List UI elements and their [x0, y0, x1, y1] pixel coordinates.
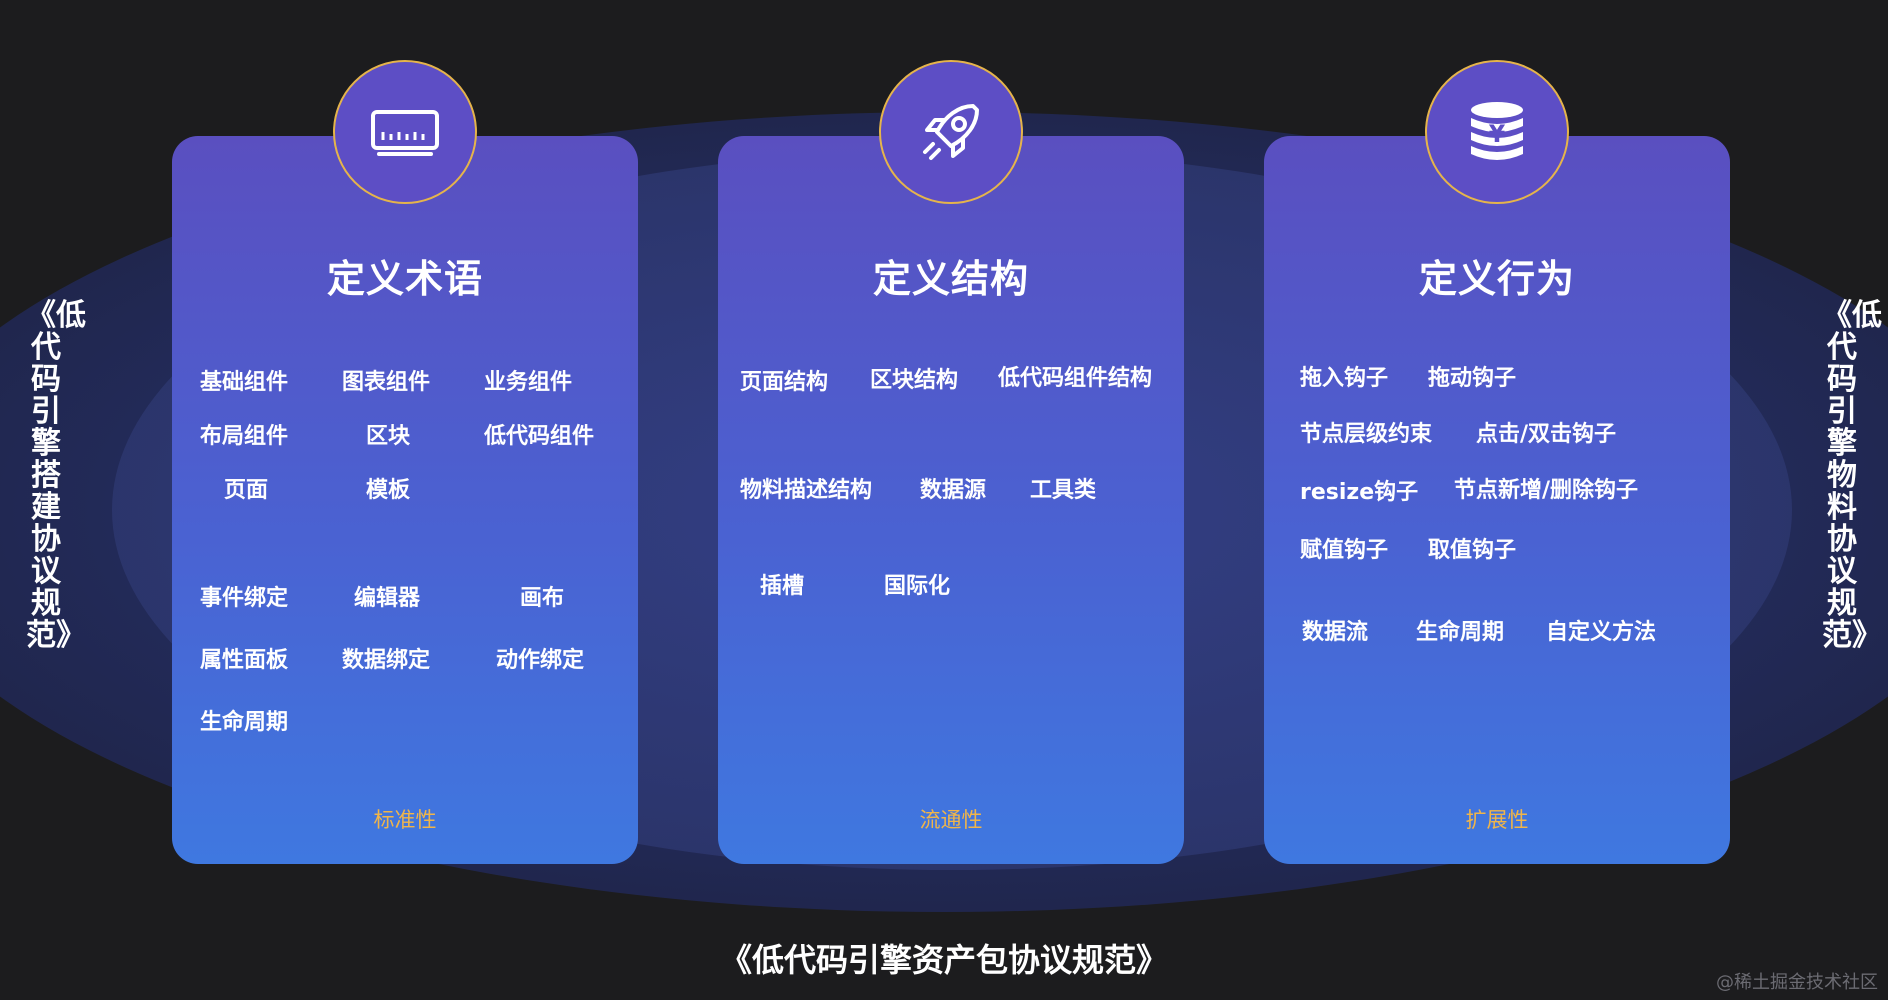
card-footer: 标准性 — [373, 808, 437, 832]
svg-text:¥: ¥ — [1489, 120, 1506, 148]
term-item: 点击/双击钩子 — [1476, 422, 1617, 447]
term-item: resize钩子 — [1300, 480, 1419, 505]
left-side-title: 《低代码引擎搭建协议规范》 — [26, 298, 86, 653]
term-item: 低代码组件 — [484, 424, 595, 449]
term-item: 插槽 — [760, 574, 805, 599]
term-item: 生命周期 — [200, 710, 289, 735]
term-item: 拖动钩子 — [1428, 366, 1517, 391]
watermark: @稀土掘金技术社区 — [1716, 972, 1878, 993]
term-item: 自定义方法 — [1546, 620, 1657, 645]
rocket-icon — [879, 60, 1023, 204]
card-footer: 流通性 — [919, 808, 983, 832]
term-item: 动作绑定 — [496, 648, 585, 673]
term-item: 事件绑定 — [200, 586, 289, 611]
term-item: 区块结构 — [870, 368, 959, 393]
term-item: 布局组件 — [200, 424, 289, 449]
term-item: 属性面板 — [200, 648, 289, 673]
card-structure: 定义结构 页面结构 区块结构 低代码组件结构 物料描述结构 数据源 工具类 插槽… — [718, 60, 1184, 864]
card-behavior: ¥ 定义行为 拖入钩子 拖动钩子 节点层级约束 点击/双击钩子 resize钩子… — [1264, 60, 1730, 864]
term-item: 物料描述结构 — [740, 478, 873, 503]
term-item: 低代码组件结构 — [998, 366, 1153, 391]
card-title: 定义术语 — [326, 257, 483, 301]
term-item: 页面 — [224, 478, 269, 503]
term-item: 节点层级约束 — [1300, 422, 1433, 447]
bottom-title: 《低代码引擎资产包协议规范》 — [719, 941, 1168, 979]
term-item: 页面结构 — [740, 370, 829, 395]
term-item: 区块 — [366, 424, 411, 449]
card-title: 定义结构 — [872, 257, 1029, 301]
term-item: 取值钩子 — [1428, 538, 1517, 563]
term-item: 数据源 — [920, 478, 987, 503]
card-title: 定义行为 — [1418, 257, 1575, 301]
term-item: 图表组件 — [342, 370, 431, 395]
card-terminology: 定义术语 基础组件 图表组件 业务组件 布局组件 区块 低代码组件 页面 模板 … — [172, 60, 638, 864]
term-item: 数据绑定 — [342, 648, 431, 673]
term-item: 国际化 — [884, 574, 951, 599]
term-item: 生命周期 — [1416, 620, 1505, 645]
coin-stack-icon: ¥ — [1425, 60, 1569, 204]
term-item: 节点新增/删除钩子 — [1454, 478, 1639, 503]
ruler-icon — [333, 60, 477, 204]
term-item: 赋值钩子 — [1300, 538, 1389, 563]
term-item: 数据流 — [1302, 620, 1369, 645]
term-item: 基础组件 — [200, 370, 289, 395]
term-item: 业务组件 — [484, 370, 573, 395]
card-footer: 扩展性 — [1465, 808, 1529, 832]
right-side-title: 《低代码引擎物料协议规范》 — [1822, 298, 1882, 653]
term-item: 编辑器 — [354, 586, 421, 611]
term-item: 拖入钩子 — [1300, 366, 1389, 391]
term-item: 画布 — [520, 586, 565, 611]
term-item: 模板 — [366, 478, 411, 503]
term-item: 工具类 — [1030, 478, 1097, 503]
